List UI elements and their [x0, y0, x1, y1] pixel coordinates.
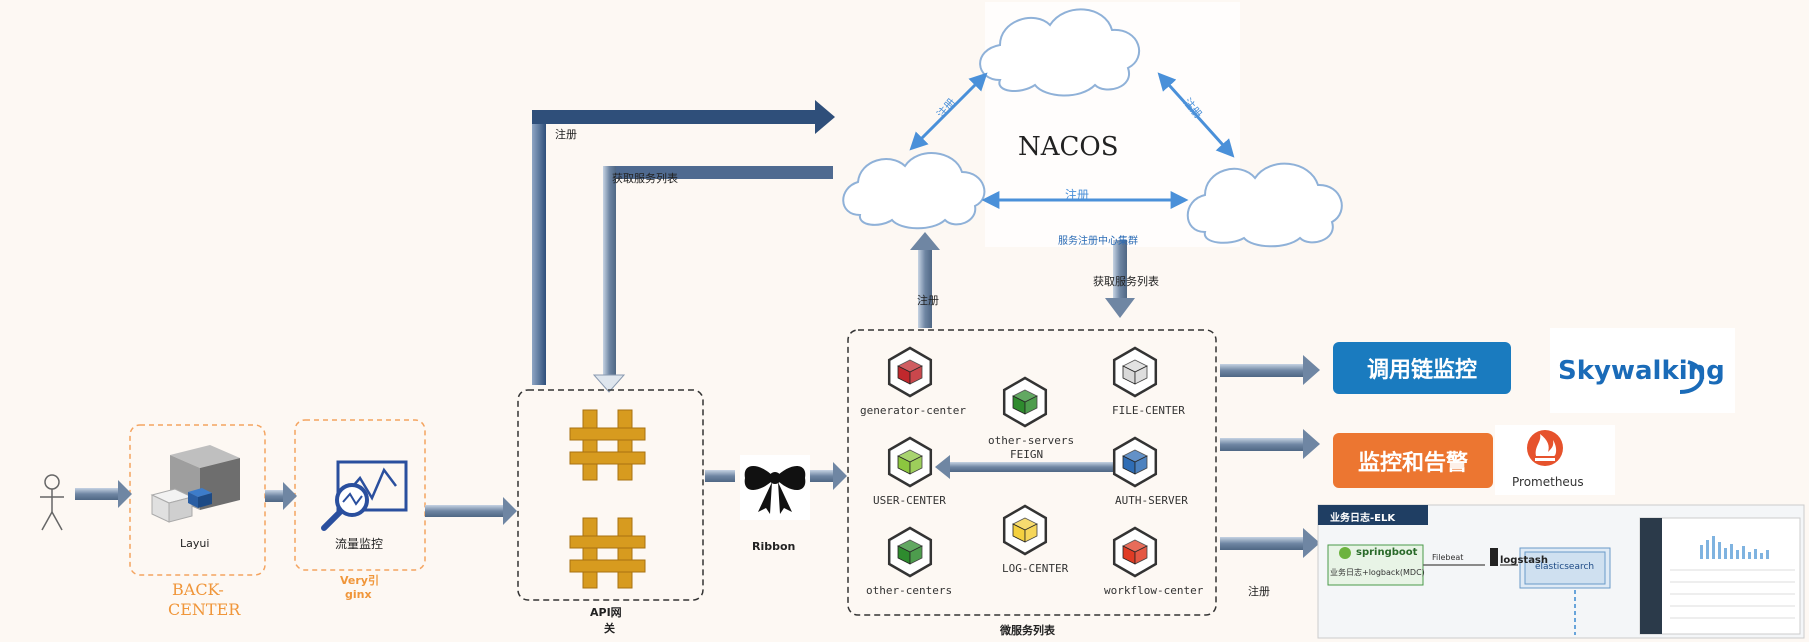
pipe-services-fetch — [1113, 240, 1127, 300]
arrow-cloud-left-to-top — [909, 72, 988, 151]
api-gateway-title-line2: 关 — [604, 622, 615, 635]
elk-header: 业务日志-ELK — [1330, 513, 1396, 524]
service-label: USER-CENTER — [873, 494, 946, 507]
layui-label: Layui — [180, 537, 210, 550]
service-label: other-servers — [988, 434, 1075, 447]
flow-pipes — [75, 355, 1320, 558]
arrow-services-fetch-head — [1105, 298, 1135, 318]
feign-label: FEIGN — [1010, 448, 1044, 461]
elk-springboot: springboot — [1356, 547, 1418, 558]
elk-panel — [1317, 504, 1805, 639]
nginx-title-line2: ginx — [345, 588, 372, 601]
skywalking-swoosh-icon — [1679, 360, 1704, 394]
api-gateway-icon-bottom — [569, 517, 646, 589]
service-cube-icon — [1002, 504, 1048, 556]
cloud-right — [1186, 162, 1343, 248]
ribbon-bow-icon — [740, 455, 810, 520]
pipe-services-register — [918, 248, 932, 328]
ribbon-label: Ribbon — [752, 540, 796, 553]
pipe-register-horizontal — [532, 110, 817, 124]
service-cube-icon — [887, 526, 933, 578]
service-cube-icon — [887, 346, 933, 398]
service-label: generator-center — [860, 404, 966, 417]
elk-note: 注册 — [1248, 585, 1270, 598]
service-label: AUTH-SERVER — [1115, 494, 1188, 507]
gateway-register-label: 注册 — [555, 128, 577, 141]
traffic-monitor-label: 流量监控 — [335, 537, 384, 551]
services-fetch-label: 获取服务列表 — [1093, 275, 1159, 288]
service-cube-icon — [1112, 526, 1158, 578]
pipe-fetch-vertical — [603, 166, 616, 376]
elk-elasticsearch: elasticsearch — [1535, 562, 1595, 572]
service-cube-icon — [1112, 436, 1158, 488]
arrow-fetch-head — [592, 374, 626, 393]
api-gateway-title-line1: API网 — [590, 606, 622, 619]
service-label: workflow-center — [1104, 584, 1204, 597]
skywalking-brand: Skywalking — [1558, 356, 1725, 386]
back-center-title-line1: BACK- — [172, 580, 224, 599]
services-box — [847, 329, 1217, 616]
pipe-register-vertical — [532, 110, 546, 385]
services-register-label: 注册 — [917, 294, 939, 307]
nginx-title-line1: Very引 — [340, 574, 379, 587]
nacos-inner-register-label: 注册 — [1065, 188, 1090, 202]
api-gateway-icon-top — [569, 409, 646, 481]
service-cube-icon — [1002, 376, 1048, 428]
prometheus-brand: Prometheus — [1512, 475, 1584, 489]
service-cube-icon — [1112, 346, 1158, 398]
arrow-services-register-head — [910, 232, 940, 250]
server-cube-icon — [150, 445, 240, 523]
service-label: LOG-CENTER — [1002, 562, 1069, 575]
trace-monitor-badge: 调用链监控 — [1333, 342, 1511, 394]
arrow-register-head — [815, 100, 835, 134]
nacos-subtitle: 服务注册中心集群 — [1058, 236, 1138, 247]
microservices-title: 微服务列表 — [1000, 624, 1055, 637]
elk-springboot-sub: 业务日志+logback(MDC) — [1330, 568, 1425, 577]
arrow-cloud-top-to-right — [1157, 72, 1235, 158]
person-icon — [40, 474, 64, 531]
pipe-fetch-horizontal — [603, 166, 833, 179]
back-center-box — [129, 424, 266, 576]
service-label: other-centers — [866, 584, 953, 597]
back-center-title-line2: CENTER — [168, 600, 241, 619]
service-cube-icon — [887, 436, 933, 488]
traffic-monitor-icon — [321, 460, 408, 531]
prometheus-flame-icon — [1527, 430, 1563, 466]
gateway-box — [517, 389, 704, 601]
alert-monitor-badge: 监控和告警 — [1333, 433, 1493, 488]
nacos-title: NACOS — [1018, 132, 1119, 162]
elk-filebeat: Filebeat — [1432, 553, 1464, 562]
service-label: FILE-CENTER — [1112, 404, 1185, 417]
cloud-top — [979, 8, 1141, 97]
skywalking-logo-bg — [1550, 328, 1735, 413]
cloud-left — [842, 152, 986, 230]
elk-logstash: logstash — [1500, 555, 1549, 566]
gateway-fetch-label: 获取服务列表 — [612, 172, 678, 185]
